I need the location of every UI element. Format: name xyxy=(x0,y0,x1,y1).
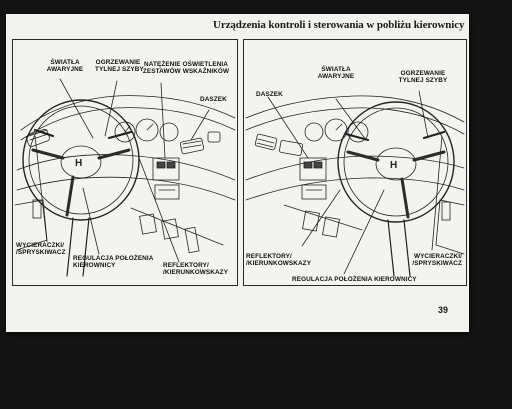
lhd-label-dashboard: DASZEK xyxy=(200,96,227,103)
lhd-label-dimmer-line1: NATĘŻENIE OŚWIETLENIA xyxy=(144,61,228,68)
lhd-label-dimmer-line2: ZESTAWÓW WSKAŹNIKÓW xyxy=(142,68,230,75)
rhd-label-hazard-line1: ŚWIATŁA xyxy=(321,66,351,73)
lhd-label-rear-defrost: OGRZEWANIE TYLNEJ SZYBY xyxy=(95,59,144,73)
lhd-label-rear-defrost-line2: TYLNEJ SZYBY xyxy=(95,66,144,73)
rhd-label-hazard-line2: AWARYJNE xyxy=(317,73,355,80)
lhd-label-hazard-line2: AWARYJNE xyxy=(46,66,84,73)
rhd-label-lights-line1: REFLEKTORY/ xyxy=(246,253,292,260)
rhd-label-rear-defrost-line2: TYLNEJ SZYBY xyxy=(398,77,448,84)
rhd-label-dashboard: DASZEK xyxy=(256,91,283,98)
manual-page: Urządzenia kontroli i sterowania w pobli… xyxy=(6,14,469,332)
rhd-label-wipers-line1: WYCIERACZKI/ xyxy=(413,253,462,260)
rhd-label-rear-defrost: OGRZEWANIE TYLNEJ SZYBY xyxy=(396,70,450,84)
rhd-label-lights: REFLEKTORY/ /KIERUNKOWSKAZY xyxy=(246,253,311,267)
lhd-label-lights: REFLEKTORY/ /KIERUNKOWSKAZY xyxy=(163,262,228,276)
page-number: 39 xyxy=(438,305,449,315)
lhd-label-tilt-line2: KIEROWNICY xyxy=(73,262,116,269)
lhd-label-tilt: REGULACJA POŁOŻENIA KIEROWNICY xyxy=(73,255,153,269)
lhd-cockpit-drawing: H xyxy=(14,78,236,277)
right-hand-drive-diagram: H DASZ xyxy=(243,39,467,286)
lhd-label-wipers: WYCIERACZKI/ /SPRYSKIWACZ xyxy=(16,242,66,256)
lhd-label-wipers-line1: WYCIERACZKI/ xyxy=(16,242,65,249)
rhd-label-wipers-line2: /SPRYSKIWACZ xyxy=(412,260,462,267)
rhd-cockpit-drawing: H xyxy=(245,90,465,277)
lhd-label-dimmer: NATĘŻENIE OŚWIETLENIA ZESTAWÓW WSKAŹNIKÓ… xyxy=(141,61,231,75)
rhd-label-rear-defrost-line1: OGRZEWANIE xyxy=(400,70,446,77)
svg-text:H: H xyxy=(390,160,397,171)
page-header: Urządzenia kontroli i sterowania w pobli… xyxy=(213,19,465,31)
left-hand-drive-diagram: H xyxy=(12,39,238,286)
lhd-label-lights-line1: REFLEKTORY/ xyxy=(163,262,209,269)
rhd-label-wipers: WYCIERACZKI/ /SPRYSKIWACZ xyxy=(394,253,462,267)
rhd-label-hazard: ŚWIATŁA AWARYJNE xyxy=(316,66,356,80)
lhd-label-hazard: ŚWIATŁA AWARYJNE xyxy=(45,59,85,73)
rhd-label-lights-line2: /KIERUNKOWSKAZY xyxy=(246,260,312,267)
lhd-label-rear-defrost-line1: OGRZEWANIE xyxy=(95,59,141,66)
lhd-label-wipers-line2: /SPRYSKIWACZ xyxy=(16,249,66,256)
svg-text:H: H xyxy=(75,158,82,169)
lhd-label-tilt-line1: REGULACJA POŁOŻENIA xyxy=(73,255,154,262)
rhd-label-tilt: REGULACJA POŁOŻENIA KIEROWNICY xyxy=(292,276,417,283)
lhd-label-hazard-line1: ŚWIATŁA xyxy=(50,59,80,66)
lhd-label-lights-line2: /KIERUNKOWSKAZY xyxy=(163,269,229,276)
